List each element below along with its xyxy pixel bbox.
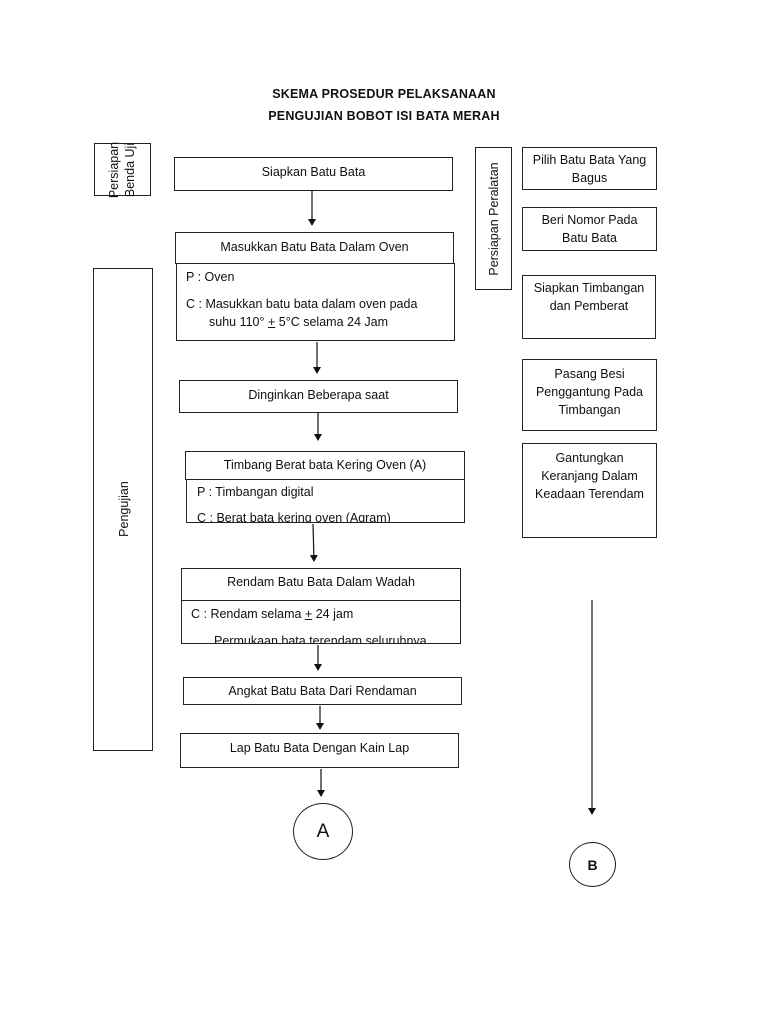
step-rendam-label: Rendam Batu Bata Dalam Wadah xyxy=(227,575,415,589)
arrow-timbang-to-rendam xyxy=(309,523,318,562)
step-masukkan-detail: P : Oven C : Masukkan batu bata dalam ov… xyxy=(176,263,455,341)
step-rendam: Rendam Batu Bata Dalam Wadah xyxy=(181,568,461,601)
equip-siapkan-timbangan: Siapkan Timbangan dan Pemberat xyxy=(522,275,656,339)
step-rendam-detail: C : Rendam selama + 24 jam Permukaan bat… xyxy=(181,600,461,644)
equip-pilih-batu-bata: Pilih Batu Bata Yang Bagus xyxy=(522,147,657,190)
step-timbang-detail: P : Timbangan digital C : Berat bata ker… xyxy=(186,479,465,523)
step-timbang-label: Timbang Berat bata Kering Oven (A) xyxy=(223,458,427,472)
connector-b-label: B xyxy=(587,856,598,873)
equip-beri-nomor: Beri Nomor Pada Batu Bata xyxy=(522,207,657,251)
step-masukkan-label: Masukkan Batu Bata Dalam Oven xyxy=(220,240,409,254)
equip-besi-line1: Pasang Besi xyxy=(554,367,625,381)
equip-gantung-line1: Gantungkan xyxy=(555,451,624,465)
step-angkat: Angkat Batu Bata Dari Rendaman xyxy=(183,677,462,705)
connector-a-label: A xyxy=(316,820,330,842)
step-masukkan-c2: suhu 110° + 5°C selama 24 Jam xyxy=(209,315,388,329)
step-rendam-c: C : Rendam selama + 24 jam xyxy=(191,607,354,621)
equip-pilih-line2: Bagus xyxy=(571,171,608,185)
step-dinginkan-label: Dinginkan Beberapa saat xyxy=(248,388,389,402)
equip-timbangan-line1: Siapkan Timbangan xyxy=(533,281,645,295)
equip-nomor-line2: Batu Bata xyxy=(562,231,617,245)
equip-nomor-line1: Beri Nomor Pada xyxy=(541,213,638,227)
persiapan-peralatan-box: Persiapan Peralatan xyxy=(475,147,512,290)
equip-gantungkan-keranjang: Gantungkan Keranjang Dalam Keadaan Teren… xyxy=(522,443,657,538)
step-masukkan-p: P : Oven xyxy=(186,270,235,284)
equip-gantung-line3: Keadaan Terendam xyxy=(535,487,644,501)
equip-timbangan-line2: dan Pemberat xyxy=(549,299,629,313)
step-dinginkan: Dinginkan Beberapa saat xyxy=(179,380,458,413)
step-masukkan-c1: C : Masukkan batu bata dalam oven pada xyxy=(186,297,418,311)
diagram-title-line2: PENGUJIAN BOBOT ISI BATA MERAH xyxy=(268,109,500,123)
equip-pilih-line1: Pilih Batu Bata Yang xyxy=(532,153,647,167)
persiapan-benda-uji-box: Persiapan Benda Uji xyxy=(94,142,151,198)
pengujian-box: Pengujian xyxy=(93,268,153,751)
diagram-title-line1: SKEMA PROSEDUR PELAKSANAAN xyxy=(272,87,496,101)
step-timbang-p: P : Timbangan digital xyxy=(197,485,314,499)
step-rendam-c2: Permukaan bata terendam seluruhnya xyxy=(214,634,427,644)
connector-b: B xyxy=(569,842,616,887)
equip-pasang-besi: Pasang Besi Penggantung Pada Timbangan xyxy=(522,359,657,431)
step-lap-label: Lap Batu Bata Dengan Kain Lap xyxy=(229,741,410,755)
step-siapkan-batu-bata: Siapkan Batu Bata xyxy=(174,157,453,191)
step-lap: Lap Batu Bata Dengan Kain Lap xyxy=(180,733,459,768)
equip-besi-line2: Penggantung Pada xyxy=(535,385,644,399)
step-timbang-c: C : Berat bata kering oven (Agram) xyxy=(197,511,391,523)
step-siapkan-label: Siapkan Batu Bata xyxy=(261,165,366,179)
step-angkat-label: Angkat Batu Bata Dari Rendaman xyxy=(228,684,417,698)
equip-gantung-line2: Keranjang Dalam xyxy=(541,469,638,483)
connector-a: A xyxy=(293,803,353,860)
equip-besi-line3: Timbangan xyxy=(558,403,621,417)
